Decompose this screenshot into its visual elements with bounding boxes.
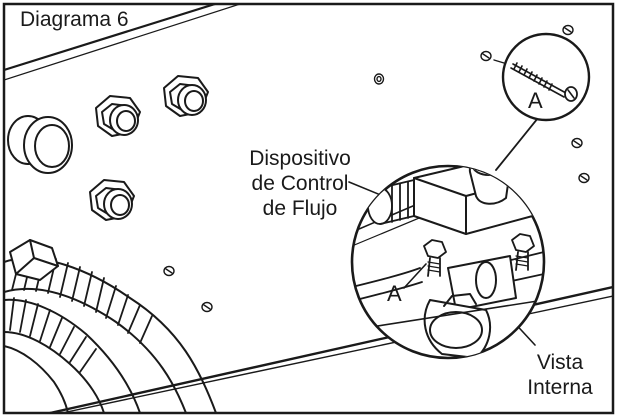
hex-fitting-1 xyxy=(95,95,141,137)
hose-third xyxy=(4,345,69,413)
round-plug xyxy=(7,115,73,174)
internal-view xyxy=(350,164,546,360)
screw-label-top: A xyxy=(528,88,543,113)
diagram-title: Diagrama 6 xyxy=(20,8,129,31)
device-label-line-3: de Flujo xyxy=(262,197,338,220)
view-label-line-1: Vista xyxy=(536,351,584,374)
panel-screw-5 xyxy=(562,24,574,36)
hose-nut xyxy=(9,239,59,281)
screw-label-bottom: A xyxy=(387,281,402,306)
panel-top-edge xyxy=(4,4,241,81)
hex-fitting-3 xyxy=(89,179,135,221)
flow-control-device-label: Dispositivo de Control de Flujo xyxy=(227,146,373,221)
internal-screw-right xyxy=(511,233,535,271)
panel-screw-4 xyxy=(480,50,492,62)
leader-screw-top xyxy=(495,117,539,171)
device-label-line-2: de Control xyxy=(251,172,349,195)
view-label-line-2: Interna xyxy=(527,376,593,399)
hex-fitting-2 xyxy=(163,75,209,117)
device-label-line-1: Dispositivo xyxy=(249,147,351,170)
internal-view-label: Vista Interna xyxy=(517,350,603,400)
panel-screw-6 xyxy=(571,137,583,149)
panel-screw-7 xyxy=(578,172,590,184)
panel-screw-1 xyxy=(163,265,175,277)
hose-lower xyxy=(4,297,141,413)
panel-screw-3 xyxy=(373,73,385,85)
internal-screw-left xyxy=(423,239,447,277)
screw-detail xyxy=(493,32,591,122)
panel-screw-2 xyxy=(201,301,213,313)
